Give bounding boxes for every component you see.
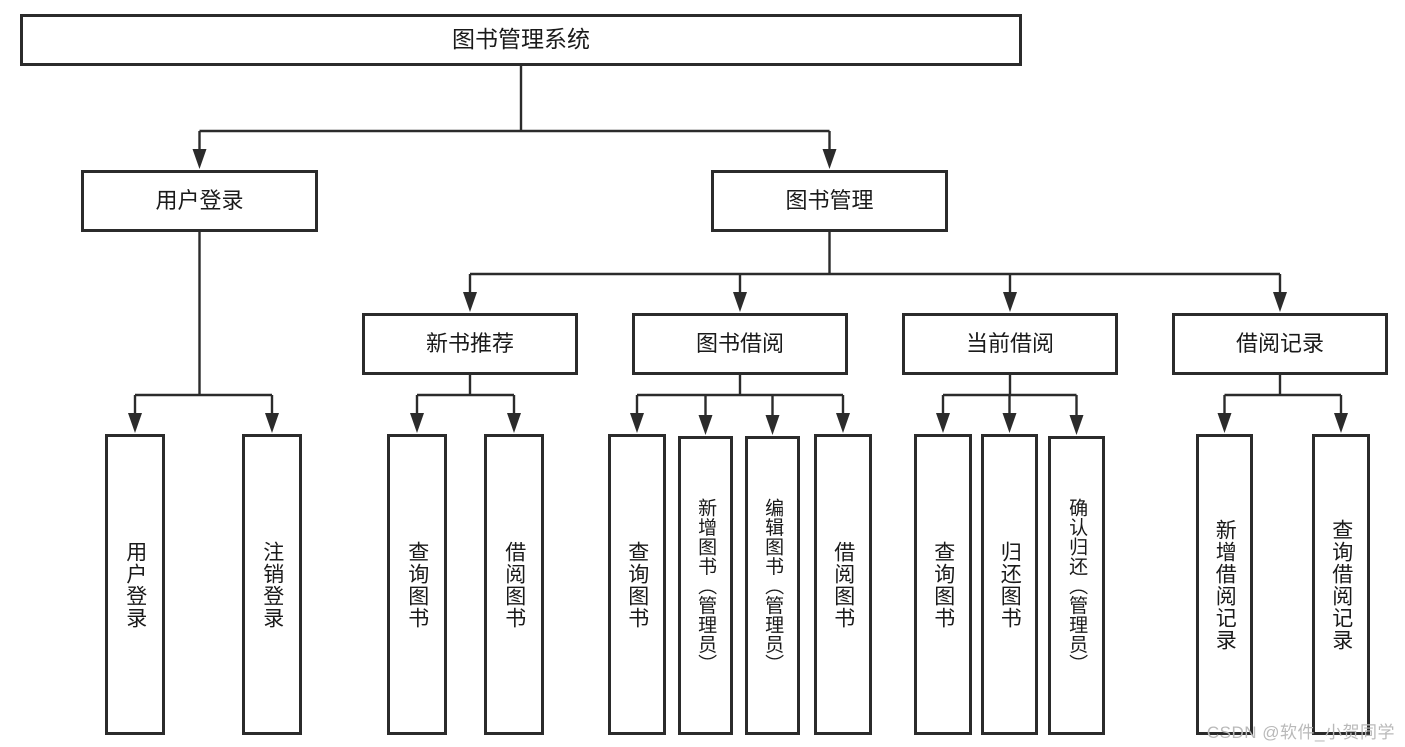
node-box-leaf-return-book[interactable] [981,434,1038,735]
arrowhead [128,413,142,433]
arrowhead [733,292,747,312]
node-box-leaf-add-record[interactable] [1196,434,1253,735]
node-box-leaf-query-book-2[interactable] [608,434,666,735]
arrowhead [1069,415,1084,435]
node-label-book-manage: 图书管理 [785,188,873,213]
node-box-borrow-record[interactable] [1172,313,1388,375]
node-label-user-login: 用户登录 [155,188,243,213]
node-box-leaf-confirm-return[interactable] [1048,436,1105,735]
node-book-borrow[interactable]: 图书借阅 [632,313,848,375]
node-box-leaf-query-record[interactable] [1312,434,1370,735]
arrowhead [507,413,521,433]
node-label-borrow-record: 借阅记录 [1236,331,1324,356]
arrowhead [1217,413,1232,433]
node-label-book-borrow: 图书借阅 [696,331,784,356]
arrowhead [463,292,477,312]
arrowhead [1002,413,1017,433]
node-leaf-confirm-return[interactable] [1048,436,1105,735]
edge-from-new-book-rec [410,375,521,433]
node-box-root[interactable] [20,14,1022,66]
node-leaf-borrow-book-1[interactable] [484,434,544,735]
node-leaf-query-record[interactable] [1312,434,1370,735]
node-new-book-rec[interactable]: 新书推荐 [362,313,578,375]
arrowhead [1334,413,1348,433]
node-leaf-user-logout[interactable] [242,434,302,735]
edge-from-user-login [128,232,279,433]
node-leaf-edit-book[interactable] [745,436,800,735]
node-leaf-query-book-3[interactable] [914,434,972,735]
arrowhead [265,413,279,433]
node-leaf-query-book-1[interactable] [387,434,447,735]
node-box-leaf-user-login[interactable] [105,434,165,735]
node-box-book-manage[interactable] [711,170,948,232]
node-box-current-borrow[interactable] [902,313,1118,375]
node-leaf-add-record[interactable] [1196,434,1253,735]
node-leaf-return-book[interactable] [981,434,1038,735]
node-current-borrow[interactable]: 当前借阅 [902,313,1118,375]
node-user-login[interactable]: 用户登录 [81,170,318,232]
watermark: CSDN @软件_小贺同学 [1206,723,1395,742]
edge-from-borrow-record [1217,375,1348,433]
arrowhead [936,413,950,433]
edge-from-book-borrow [630,375,850,435]
node-borrow-record[interactable]: 借阅记录 [1172,313,1388,375]
node-box-leaf-query-book-1[interactable] [387,434,447,735]
arrowhead [822,149,837,169]
node-book-manage[interactable]: 图书管理 [711,170,948,232]
node-box-leaf-edit-book[interactable] [745,436,800,735]
node-label-current-borrow: 当前借阅 [966,331,1054,356]
node-box-leaf-borrow-book-2[interactable] [814,434,872,735]
node-box-user-login[interactable] [81,170,318,232]
node-root[interactable]: 图书管理系统 [20,14,1022,66]
arrowhead [1003,292,1017,312]
arrowhead [410,413,424,433]
node-leaf-add-book[interactable] [678,436,733,735]
edge-from-book-manage [463,232,1287,312]
edge-from-current-borrow [936,375,1084,435]
arrowhead [630,413,644,433]
node-box-new-book-rec[interactable] [362,313,578,375]
arrowhead [698,415,713,435]
node-box-leaf-query-book-3[interactable] [914,434,972,735]
arrowhead [836,413,850,433]
arrowhead [192,149,207,169]
node-label-root: 图书管理系统 [452,26,590,52]
node-leaf-query-book-2[interactable] [608,434,666,735]
node-label-new-book-rec: 新书推荐 [426,331,514,356]
edge-layer [128,66,1348,435]
node-leaf-borrow-book-2[interactable] [814,434,872,735]
arrowhead [765,415,780,435]
arrowhead [1273,292,1287,312]
edge-from-root [192,66,837,169]
node-box-leaf-borrow-book-1[interactable] [484,434,544,735]
node-box-book-borrow[interactable] [632,313,848,375]
node-box-leaf-user-logout[interactable] [242,434,302,735]
node-box-leaf-add-book[interactable] [678,436,733,735]
node-leaf-user-login[interactable] [105,434,165,735]
